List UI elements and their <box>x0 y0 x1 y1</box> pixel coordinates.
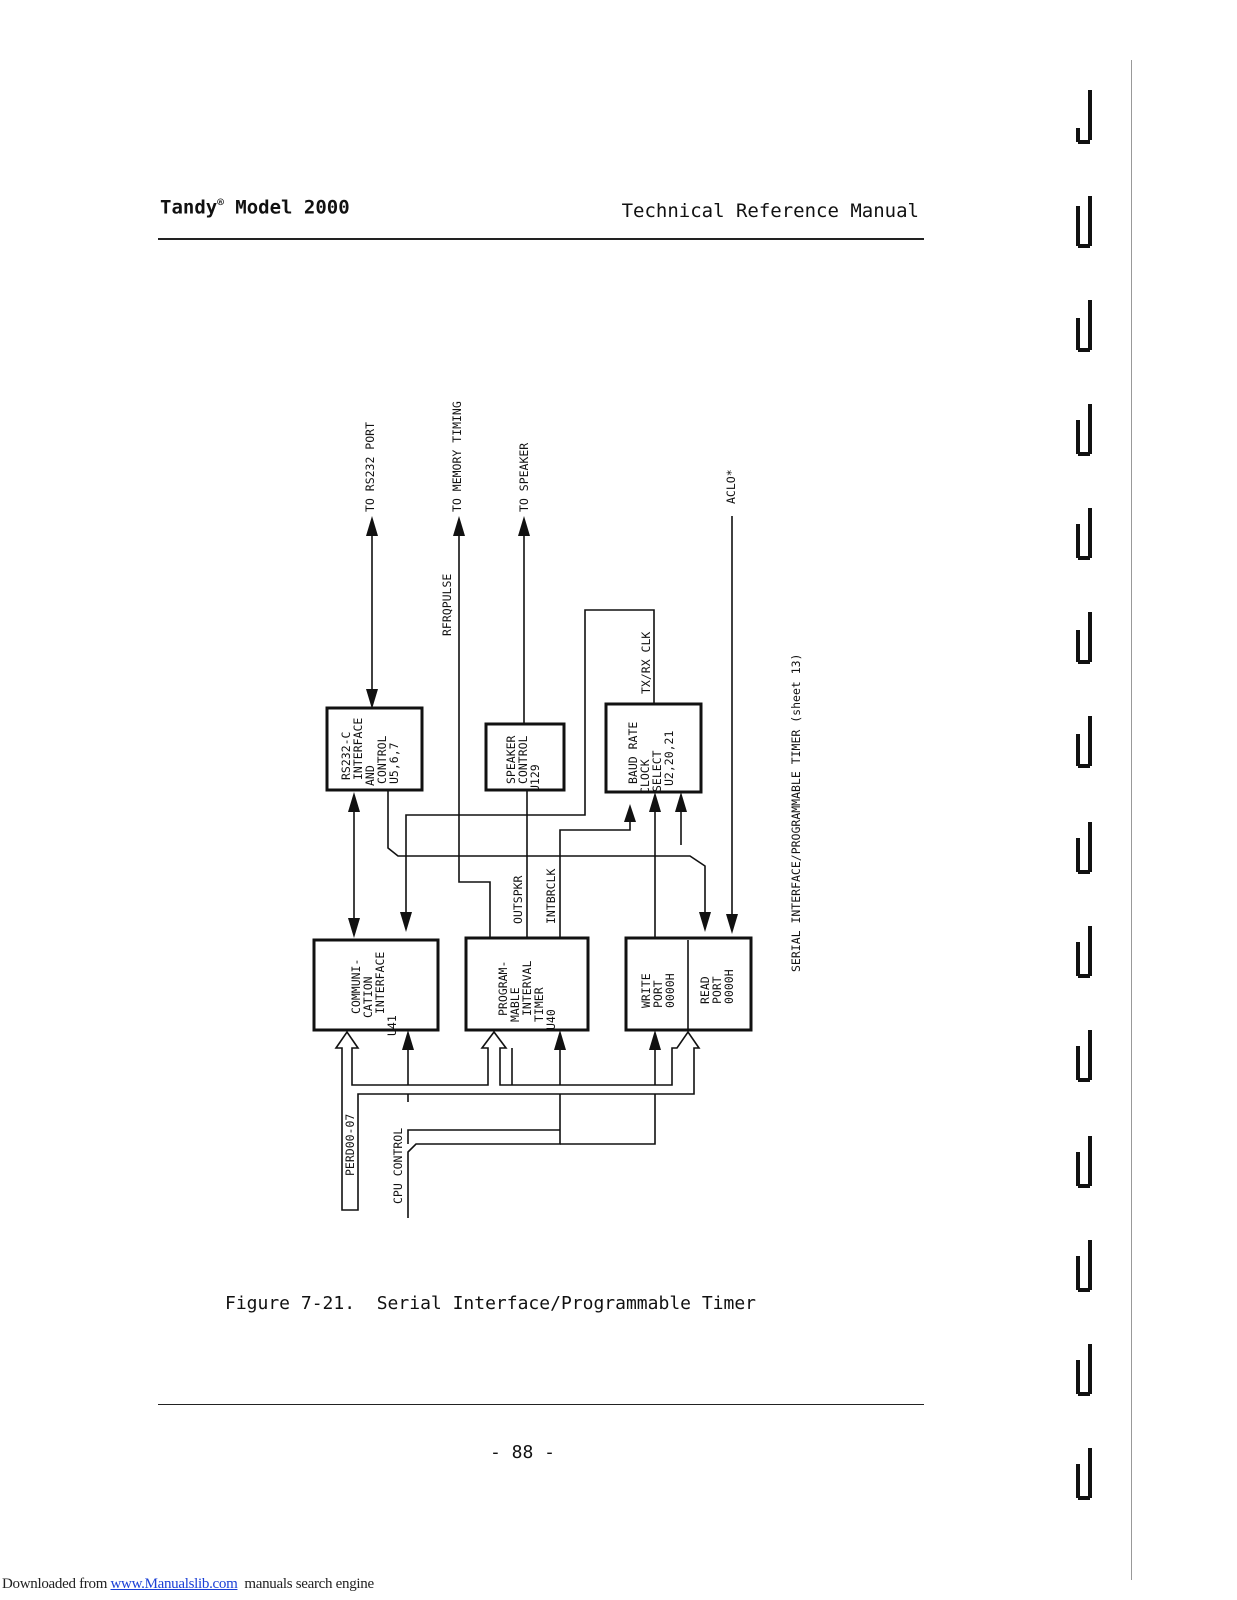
label-to-rs232-port: TO RS232 PORT <box>363 422 377 512</box>
arrow-aclo <box>726 914 738 934</box>
arrow-rs232-comm-up <box>348 792 360 812</box>
wire-cpu-branch <box>407 1129 560 1144</box>
label-read-port: READ PORT 0000H <box>698 969 736 1004</box>
download-footer: Downloaded from www.Manualslib.com manua… <box>2 1576 374 1593</box>
block-speaker-control <box>484 722 566 792</box>
binder-hole-6 <box>1076 612 1092 664</box>
label-cpu-control: CPU CONTROL <box>391 1128 405 1204</box>
label-comm-block: COMMUNI- CATION INTERFACE U41 <box>349 945 399 1036</box>
label-rfrqpulse: RFRQPULSE <box>440 574 454 636</box>
arrow-write-baud <box>649 792 661 812</box>
label-outspkr: OUTSPKR <box>511 875 525 924</box>
binder-hole-5 <box>1076 508 1092 560</box>
wire-intbrclk <box>559 816 631 940</box>
binder-hole-14 <box>1076 1448 1092 1500</box>
wire-rs232-read <box>387 790 706 920</box>
label-speaker-block: SPEAKER CONTROL U129 <box>504 729 542 792</box>
wires <box>334 516 738 1218</box>
margin-line <box>1131 60 1132 1580</box>
label-to-memory-timing: TO MEMORY TIMING <box>450 401 464 512</box>
binder-hole-3 <box>1076 300 1092 352</box>
block-baud-rate <box>604 702 703 794</box>
figure-caption: Figure 7-21. Serial Interface/Programmab… <box>225 1293 757 1314</box>
arrow-cpu-pit <box>554 1030 566 1050</box>
label-diagram-side-title: SERIAL INTERFACE/PROGRAMMABLE TIMER (she… <box>789 654 803 973</box>
page-number: - 88 - <box>490 1442 556 1463</box>
binder-hole-11 <box>1076 1136 1092 1188</box>
arrow-read-port <box>699 912 711 932</box>
arrow-speaker-up <box>518 516 530 536</box>
label-baud-block: BAUD RATE CLOCK SELECT U2,20,21 <box>626 715 676 794</box>
label-pit-block: PROGRAM- MABLE INTERVAL TIMER U40 <box>496 954 558 1030</box>
header-rule <box>158 238 924 240</box>
wire-cpu-write-branch <box>560 1094 656 1145</box>
arrow-cpu-comm <box>402 1030 414 1050</box>
footer-suffix: manuals search engine <box>237 1576 374 1592</box>
header-manual-title: Technical Reference Manual <box>621 200 919 222</box>
label-to-speaker: TO SPEAKER <box>517 443 531 512</box>
binder-holes <box>1076 90 1092 1500</box>
manualslib-link[interactable]: www.Manualslib.com <box>110 1576 238 1592</box>
arrow-rs232-comm-down <box>348 918 360 938</box>
arrow-cpu-write <box>649 1030 661 1050</box>
binder-hole-1 <box>1076 90 1092 144</box>
block-pit <box>464 936 590 1032</box>
binder-hole-8 <box>1076 822 1092 874</box>
binder-hole-12 <box>1076 1240 1092 1292</box>
block-rs232-interface <box>325 706 424 792</box>
registered-mark: ® <box>217 196 224 209</box>
wire-txrx-clk <box>405 609 655 920</box>
arrow-txrx-comm <box>400 912 412 932</box>
label-aclo: ACLO* <box>724 469 738 504</box>
arrow-rs232-down <box>366 689 378 709</box>
block-comm-interface <box>312 938 440 1032</box>
footer-prefix: Downloaded from <box>2 1576 111 1592</box>
binder-hole-10 <box>1076 1030 1092 1082</box>
binder-hole-7 <box>1076 716 1092 768</box>
wire-cpu-control <box>407 1104 561 1218</box>
label-intbrclk: INTBRCLK <box>544 869 558 924</box>
binder-hole-9 <box>1076 926 1092 978</box>
label-write-port: WRITE PORT 0000H <box>639 966 677 1008</box>
arrow-memory-up <box>453 516 465 536</box>
label-rs232-block: RS232-C INTERFACE AND CONTROL U5,6,7 <box>339 711 401 786</box>
header-model-title: Tandy® Model 2000 <box>160 196 350 218</box>
binder-hole-2 <box>1076 196 1092 248</box>
header-brand: Tandy <box>160 196 218 219</box>
footer-rule <box>158 1404 924 1405</box>
label-perd00-07: PERD00-07 <box>343 1114 357 1176</box>
arrow-rs232-up <box>366 516 378 536</box>
header-model: Model 2000 <box>223 196 350 219</box>
arrow-intbrclk <box>624 804 636 822</box>
binder-hole-13 <box>1076 1344 1092 1396</box>
arrow-read-baud <box>675 792 687 812</box>
data-bus-perd <box>334 1030 701 1211</box>
wire-rfrqpulse <box>458 530 491 940</box>
binder-hole-4 <box>1076 404 1092 456</box>
label-txrx-clk: TX/RX CLK <box>639 632 653 694</box>
